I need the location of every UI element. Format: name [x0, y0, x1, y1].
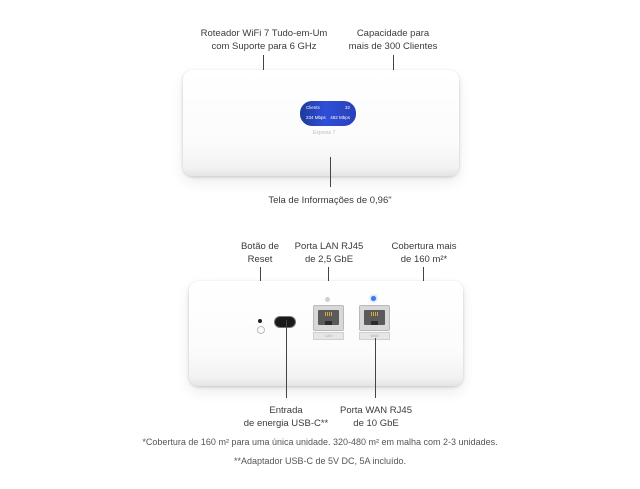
wan-line-1: Porta WAN RJ45 — [340, 405, 412, 416]
screen-clients-label: Clients — [306, 105, 320, 110]
lan-label: Porta LAN RJ45 de 2,5 GbE — [281, 240, 377, 266]
router-feature-line-2: com Suporte para 6 GHz — [211, 41, 317, 52]
router-back-view: LAN WAN — [189, 281, 463, 386]
router-feature-line-1: Roteador WiFi 7 Tudo-em-Um — [200, 28, 328, 39]
lan-line-1: Porta LAN RJ45 — [294, 241, 364, 252]
usb-c-port — [274, 316, 296, 328]
screen-upload: 482 Mbps — [330, 115, 350, 120]
footnote-adapter: **Adaptador USB-C de 5V DC, 5A incluído. — [233, 456, 407, 466]
reset-icon — [257, 326, 265, 334]
lan-plate: LAN — [313, 332, 344, 340]
reset-label: Botão de Reset — [232, 240, 288, 266]
usb-line-2: de energia USB-C** — [243, 418, 329, 429]
device-base-lip — [189, 377, 463, 386]
lan-port — [313, 305, 344, 331]
lan-line-2: de 2,5 GbE — [304, 254, 354, 265]
brand-mark: Express 7 — [313, 130, 336, 136]
capacity-line-1: Capacidade para — [356, 28, 430, 39]
screen-clients-count: 32 — [344, 105, 350, 110]
router-feature-leader — [263, 55, 264, 71]
display-leader — [330, 157, 331, 187]
lan-leader — [328, 267, 329, 294]
info-display: Clients 32 234 Mbps 482 Mbps — [300, 101, 356, 126]
screen-download: 234 Mbps — [306, 115, 326, 120]
usb-leader — [286, 320, 287, 398]
wan-leader — [375, 338, 376, 398]
coverage-line-2: de 160 m²* — [400, 254, 448, 265]
router-feature-label: Roteador WiFi 7 Tudo-em-Um com Suporte p… — [193, 27, 335, 53]
capacity-line-2: mais de 300 Clientes — [348, 41, 438, 52]
coverage-leader — [423, 267, 424, 283]
wan-port — [359, 305, 390, 331]
display-label: Tela de Informações de 0,96" — [268, 195, 392, 206]
wan-led-icon — [371, 296, 376, 301]
reset-button — [258, 319, 262, 323]
capacity-label: Capacidade para mais de 300 Clientes — [338, 27, 448, 53]
device-base-lip — [183, 167, 459, 176]
wan-line-2: de 10 GbE — [353, 418, 399, 429]
lan-led-icon — [325, 297, 330, 302]
usb-label: Entrada de energia USB-C** — [232, 404, 340, 430]
reset-line-2: Reset — [247, 254, 273, 265]
coverage-line-1: Cobertura mais — [391, 241, 457, 252]
router-front-view: Clients 32 234 Mbps 482 Mbps Express 7 — [183, 70, 459, 176]
wan-label: Porta WAN RJ45 de 10 GbE — [330, 404, 422, 430]
usb-line-1: Entrada — [269, 405, 303, 416]
wan-plate: WAN — [359, 332, 390, 340]
coverage-label: Cobertura mais de 160 m²* — [378, 240, 470, 266]
footnote-coverage: *Cobertura de 160 m² para uma única unid… — [142, 437, 498, 447]
capacity-leader — [393, 55, 394, 71]
reset-line-1: Botão de — [240, 241, 280, 252]
